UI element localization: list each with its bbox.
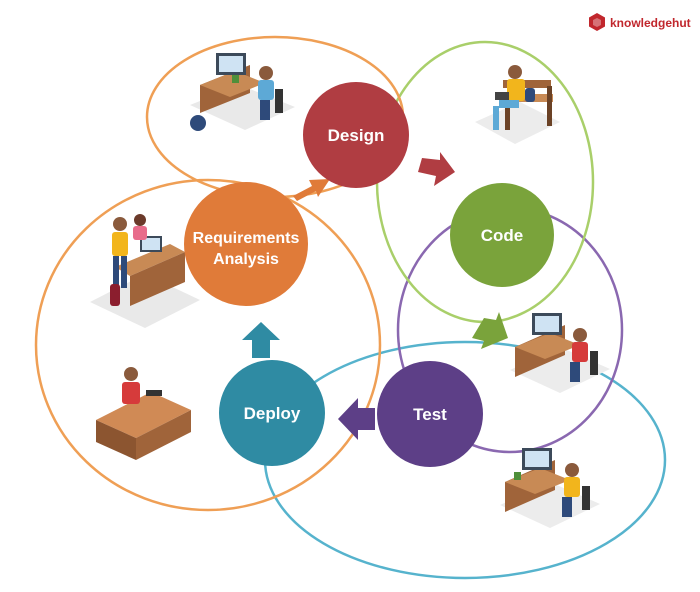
- flow-arrows: [242, 152, 508, 440]
- phase-node-requirements: [184, 182, 308, 306]
- ring-requirements: [34, 178, 382, 512]
- phase-label-requirements-line2: Analysis: [213, 251, 279, 268]
- phase-label-code: Code: [481, 226, 524, 245]
- phase-node-deploy: [219, 360, 325, 466]
- brand-name: knowledgehut: [610, 16, 691, 30]
- phase-node-design: [303, 82, 409, 188]
- person-on-bench-illustration: [475, 65, 560, 144]
- arrow-design-to-code: [418, 152, 455, 186]
- arrow-deploy-to-requirements: [242, 322, 280, 358]
- hexagon-logo-icon: [589, 13, 605, 31]
- arrow-code-to-test: [472, 312, 508, 349]
- arrow-test-to-deploy: [338, 398, 375, 440]
- phase-label-deploy: Deploy: [244, 404, 301, 423]
- tester-at-desk-illustration: [500, 448, 600, 528]
- phase-label-requirements-line1: Requirements: [193, 230, 300, 247]
- phase-label-test: Test: [413, 405, 447, 424]
- phase-node-code: [450, 183, 554, 287]
- arrow-requirements-to-design: [293, 179, 330, 201]
- phase-node-test: [377, 361, 483, 467]
- developer-at-desk-illustration: [510, 313, 610, 393]
- person-at-counter-illustration: [96, 367, 191, 460]
- team-meeting-illustration: [90, 214, 200, 328]
- person-at-desk-illustration: [190, 53, 295, 131]
- brand-logo: knowledgehut: [589, 13, 691, 31]
- phase-label-design: Design: [328, 126, 385, 145]
- phase-nodes: Requirements Analysis Design Code Test D…: [184, 82, 554, 467]
